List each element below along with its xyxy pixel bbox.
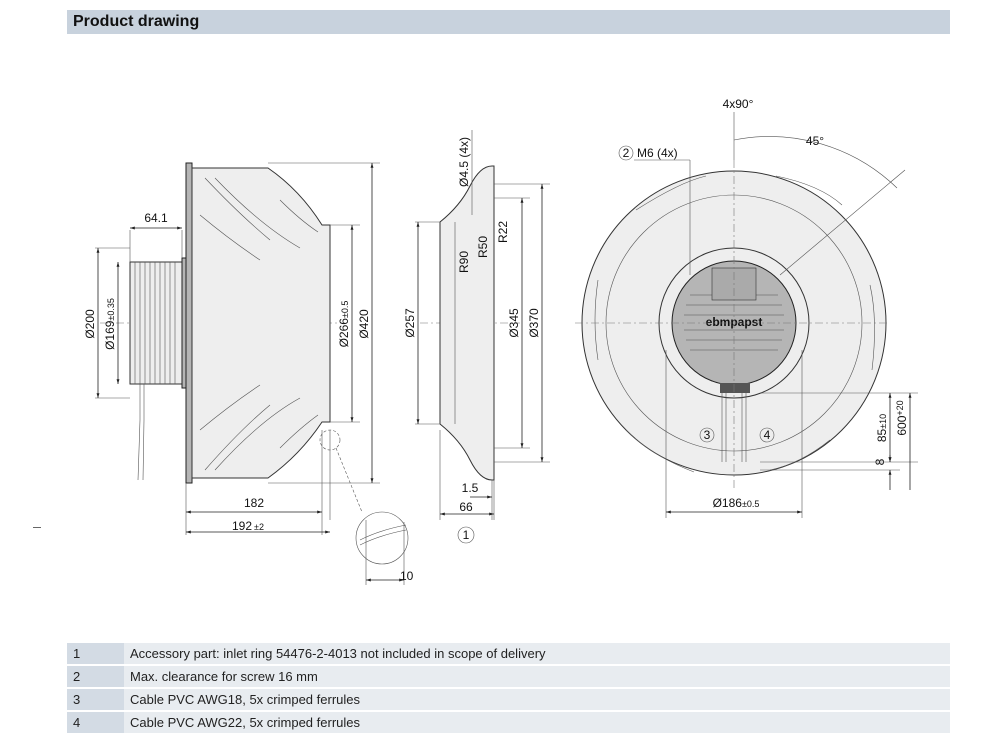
dim-w182: 182 (244, 496, 264, 510)
note-number: 1 (67, 643, 124, 666)
dim-r90: R90 (457, 251, 471, 273)
dim-d169: Ø169 (103, 320, 117, 350)
dim-h85: 85 (875, 428, 889, 442)
dim-h8: 8 (873, 458, 887, 465)
cable (137, 384, 141, 481)
dim-h600: 600 (895, 415, 909, 435)
dim-4x90: 4x90° (723, 97, 754, 111)
dim-d200: Ø200 (83, 309, 97, 339)
dim-d420: Ø420 (357, 309, 371, 339)
dim-w66: 66 (459, 500, 473, 514)
note-row: 4 Cable PVC AWG22, 5x crimped ferrules (67, 711, 950, 735)
detail-view: 10 (355, 511, 414, 585)
dim-w192-tol: ±2 (254, 522, 264, 532)
section-title: Product drawing (73, 13, 200, 30)
svg-text:192±2: 192±2 (232, 519, 264, 533)
svg-text:Ø186±0.5: Ø186±0.5 (713, 496, 760, 510)
impeller-shroud (191, 167, 331, 479)
callout-2: 2 (623, 146, 630, 160)
callout-4: 4 (764, 428, 771, 442)
dim-w1-5: 1.5 (462, 481, 479, 495)
svg-text:Ø266±0.5: Ø266±0.5 (337, 301, 351, 348)
note-row: 1 Accessory part: inlet ring 54476-2-401… (67, 643, 950, 666)
callout-1: 1 (463, 528, 470, 542)
margin-mark (33, 527, 41, 528)
dim-w192: 192 (232, 519, 252, 533)
mounting-slots (594, 175, 875, 473)
svg-text:600+20: 600+20 (895, 400, 909, 435)
dim-h85-tol: ±10 (878, 414, 888, 429)
dim-w10: 10 (400, 569, 414, 583)
svg-text:Ø169±0.35: Ø169±0.35 (103, 298, 117, 350)
impeller-backplate (185, 162, 193, 484)
impeller-blades (199, 177, 319, 471)
note-row: 3 Cable PVC AWG18, 5x crimped ferrules (67, 688, 950, 712)
cable-gland (720, 383, 750, 393)
note-text: Cable PVC AWG22, 5x crimped ferrules (124, 711, 950, 735)
dim-d266: Ø266 (337, 318, 351, 348)
dim-d186: Ø186 (713, 496, 743, 510)
side-view: Ø200 Ø169±0.35 64.1 Ø266±0.5 Ø420 182 19… (83, 162, 414, 585)
dim-45: 45° (806, 134, 824, 148)
inlet-ring (439, 165, 495, 481)
dim-d345: Ø345 (507, 308, 521, 338)
dim-d169-tol: ±0.35 (106, 298, 116, 320)
note-number: 3 (67, 688, 124, 712)
section-header: Product drawing (67, 10, 950, 34)
notes-table: 1 Accessory part: inlet ring 54476-2-401… (67, 643, 950, 735)
note-text: Cable PVC AWG18, 5x crimped ferrules (124, 688, 950, 712)
dim-h600-tol: +20 (895, 400, 905, 415)
inlet-ring-view: Ø257 Ø4.5 (4x) R22 R50 R90 Ø345 Ø370 1.5… (403, 130, 550, 544)
dim-d186-tol: ±0.5 (742, 499, 759, 509)
product-drawing: Ø200 Ø169±0.35 64.1 Ø266±0.5 Ø420 182 19… (83, 97, 918, 585)
dim-r50: R50 (476, 236, 490, 258)
dim-d257: Ø257 (403, 308, 417, 338)
cables (721, 393, 747, 462)
note-number: 4 (67, 711, 124, 735)
dim-r22: R22 (496, 221, 510, 243)
dim-d370: Ø370 (527, 308, 541, 338)
note-row: 2 Max. clearance for screw 16 mm (67, 665, 950, 689)
motor-housing (129, 261, 183, 385)
dim-m6: M6 (4x) (637, 146, 678, 160)
front-view: ebmpapst 4x90° 45° 2 M6 (4x) 3 4 Ø186±0 (575, 97, 918, 518)
note-text: Accessory part: inlet ring 54476-2-4013 … (124, 643, 950, 666)
note-number: 2 (67, 665, 124, 689)
svg-text:85±10: 85±10 (875, 414, 889, 442)
dim-w64: 64.1 (144, 211, 168, 225)
callout-3: 3 (704, 428, 711, 442)
dim-hole: Ø4.5 (4x) (457, 137, 471, 187)
note-text: Max. clearance for screw 16 mm (124, 665, 950, 689)
motor-fins (134, 262, 176, 384)
dim-d266-tol: ±0.5 (340, 301, 350, 318)
